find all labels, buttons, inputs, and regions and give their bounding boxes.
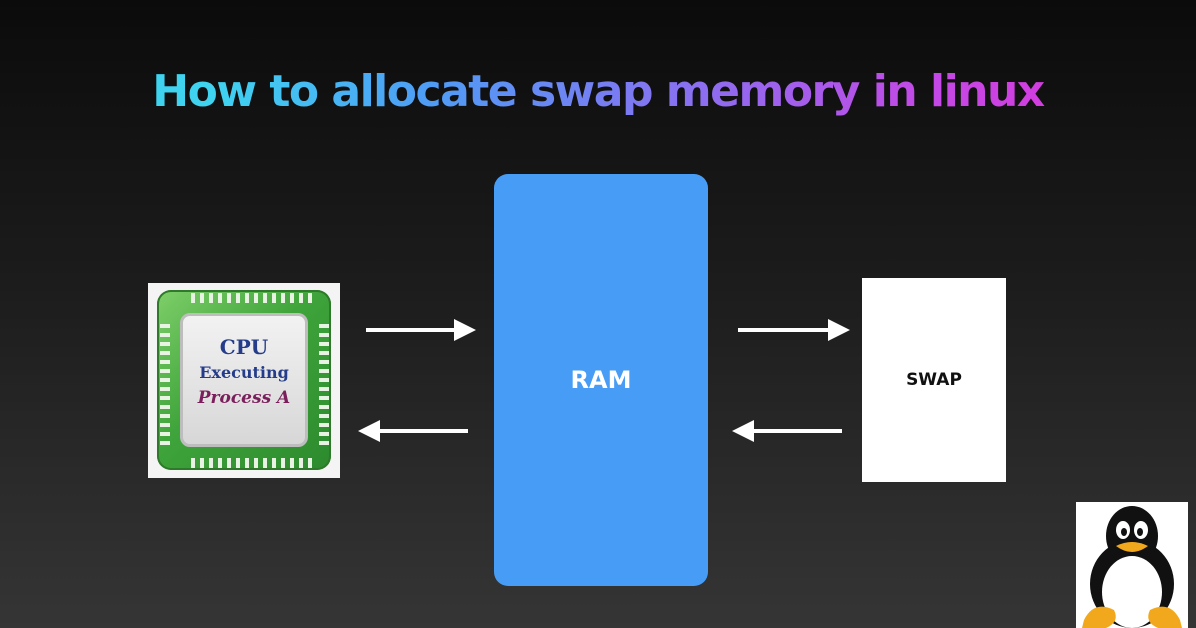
cpu-status-label: Executing xyxy=(199,363,289,382)
chip-pins-bottom xyxy=(191,458,315,468)
arrow-right-icon xyxy=(738,319,850,341)
arrow-right-icon xyxy=(366,319,476,341)
swap-block: SWAP xyxy=(862,278,1006,482)
chip-body: CPU Executing Process A xyxy=(157,290,331,470)
tux-penguin-graphic xyxy=(1082,506,1182,628)
arrow-left-icon xyxy=(358,420,468,442)
arrow-left-icon xyxy=(732,420,842,442)
chip-die: CPU Executing Process A xyxy=(180,313,308,447)
ram-block: RAM xyxy=(494,174,708,586)
cpu-process-label: Process A xyxy=(197,388,291,408)
chip-pins-right xyxy=(319,324,329,448)
chip-pins-left xyxy=(160,324,170,448)
page-title: How to allocate swap memory in linux xyxy=(0,64,1196,120)
cpu-chip-icon: CPU Executing Process A xyxy=(148,283,340,478)
cpu-label: CPU xyxy=(219,335,269,359)
chip-pins-top xyxy=(191,293,315,303)
swap-label: SWAP xyxy=(906,370,962,390)
ram-label: RAM xyxy=(570,366,632,394)
tux-penguin-icon xyxy=(1076,502,1188,628)
